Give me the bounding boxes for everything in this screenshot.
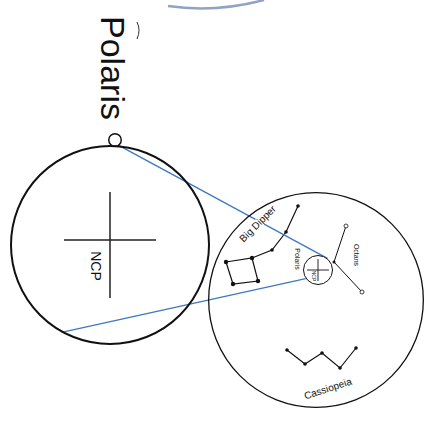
octans-lines — [333, 224, 365, 294]
ncp-reticle-circle: NCP — [303, 255, 333, 285]
zoom-line — [119, 145, 328, 258]
star-marker: Polaris — [108, 133, 122, 147]
circle-outline — [208, 192, 424, 408]
star-label: Polaris — [294, 247, 301, 270]
eyepiece-edge — [168, 0, 264, 8]
constellation-label: Octans — [353, 243, 360, 267]
crosshair — [109, 192, 111, 298]
star-map-circle: Big DipperPolarisOctansCassiopeiaNCP — [208, 192, 424, 408]
big-dipper-stars — [224, 204, 300, 286]
crosshair — [64, 239, 156, 241]
pole-label: NCP — [311, 271, 316, 282]
circle-outline — [108, 133, 122, 147]
pole-label: NCP — [89, 251, 103, 281]
zoom-line — [62, 279, 306, 333]
eyepiece-rim — [137, 22, 139, 39]
circle-outline — [10, 145, 210, 345]
finder-view-circle: NCP — [10, 145, 210, 345]
cassiopeia-lines — [285, 346, 358, 370]
constellation-label: Cassiopeia — [302, 376, 354, 401]
star-label: Polaris — [96, 16, 130, 120]
circle-outline — [303, 255, 333, 285]
